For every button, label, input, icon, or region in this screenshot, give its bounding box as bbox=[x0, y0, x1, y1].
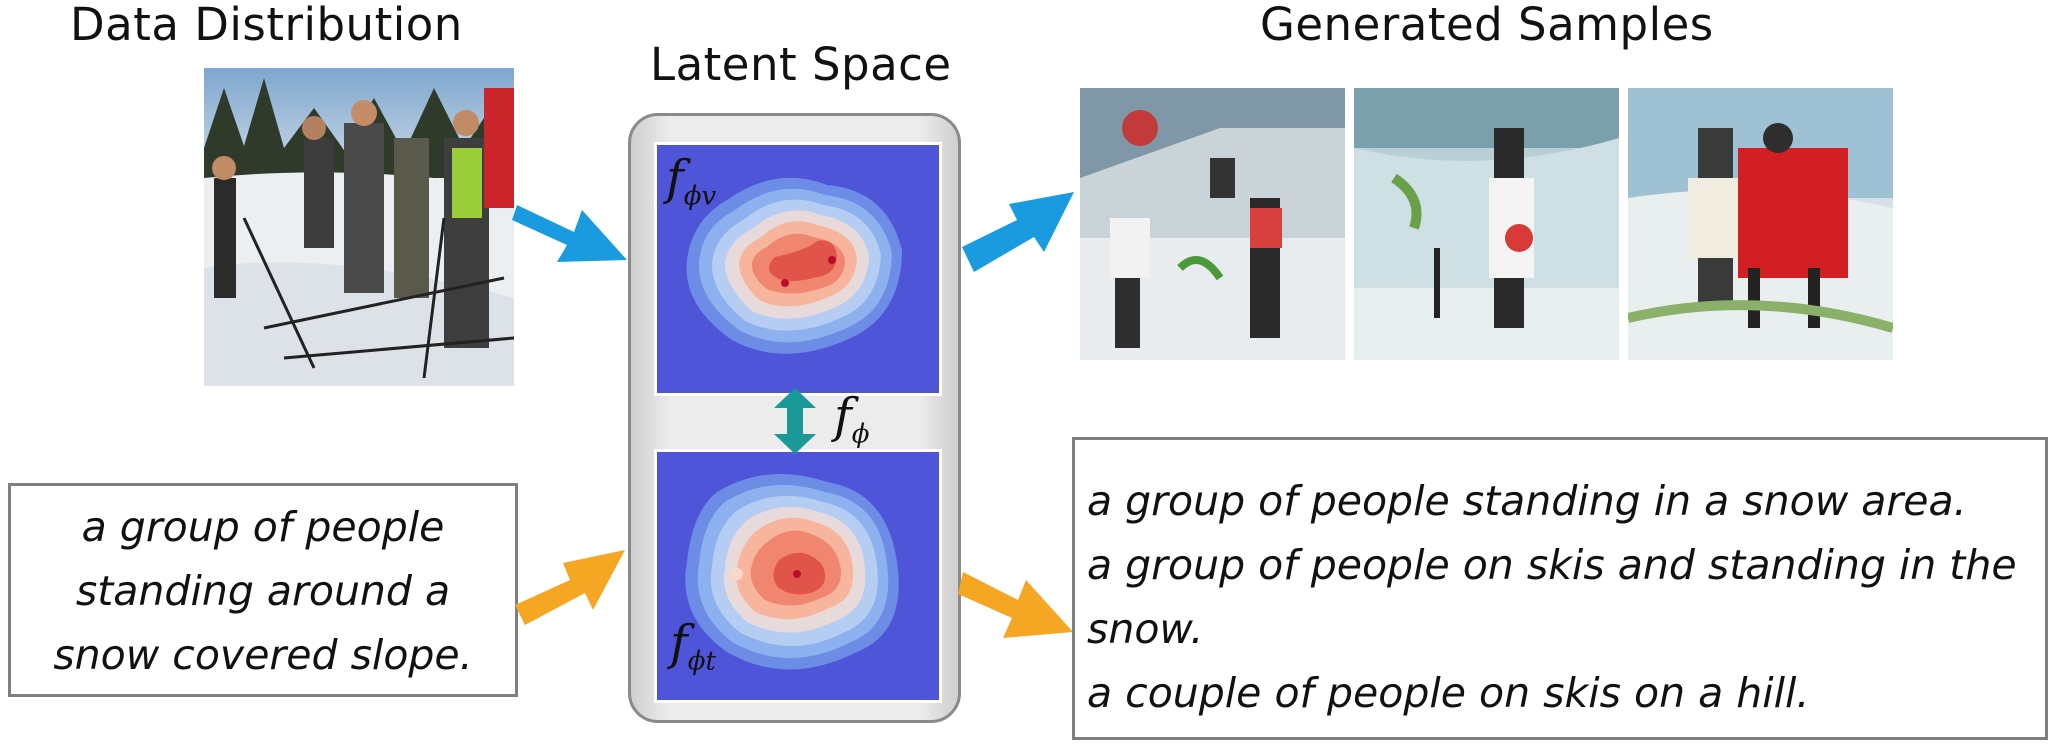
image-encoder-label: fϕv bbox=[666, 150, 717, 212]
input-caption-line: snow covered slope. bbox=[53, 631, 473, 679]
image-input-arrow bbox=[512, 205, 627, 262]
text-latent-density bbox=[654, 449, 942, 703]
image-density-plot bbox=[657, 145, 939, 393]
data-distribution-title: Data Distribution bbox=[70, 0, 463, 51]
generated-sample-image bbox=[1080, 88, 1345, 360]
text-input-arrow bbox=[515, 550, 625, 625]
generated-sample-1 bbox=[1080, 88, 1345, 360]
image-output-arrow bbox=[962, 192, 1074, 272]
generated-sample-image bbox=[1628, 88, 1893, 360]
generated-caption-line: a couple of people on skis on a hill. bbox=[1087, 669, 1810, 717]
generated-caption-line: a group of people on skis and standing i… bbox=[1087, 541, 2017, 589]
input-caption-line: a group of people bbox=[81, 503, 445, 551]
generated-sample-image bbox=[1354, 88, 1619, 360]
input-caption-line: standing around a bbox=[75, 567, 451, 615]
bidirectional-arrow-icon bbox=[774, 388, 816, 454]
text-density-plot bbox=[657, 452, 939, 700]
text-encoder-label: fϕt bbox=[670, 615, 716, 677]
input-caption-box: a group of people standing around a snow… bbox=[8, 483, 518, 697]
generated-samples-title: Generated Samples bbox=[1260, 0, 1714, 51]
text-output-arrow bbox=[958, 572, 1073, 638]
image-latent-density bbox=[654, 142, 942, 396]
generated-caption-line: a group of people standing in a snow are… bbox=[1087, 477, 1967, 525]
generated-caption-line: snow. bbox=[1087, 605, 1204, 653]
latent-space-title: Latent Space bbox=[650, 38, 952, 91]
input-photo bbox=[204, 68, 514, 386]
generated-sample-2 bbox=[1354, 88, 1619, 360]
generated-sample-3 bbox=[1628, 88, 1893, 360]
input-photo-image bbox=[204, 68, 514, 386]
generated-captions-box: a group of people standing in a snow are… bbox=[1072, 437, 2048, 740]
shared-mapping-label: fϕ bbox=[834, 388, 870, 450]
